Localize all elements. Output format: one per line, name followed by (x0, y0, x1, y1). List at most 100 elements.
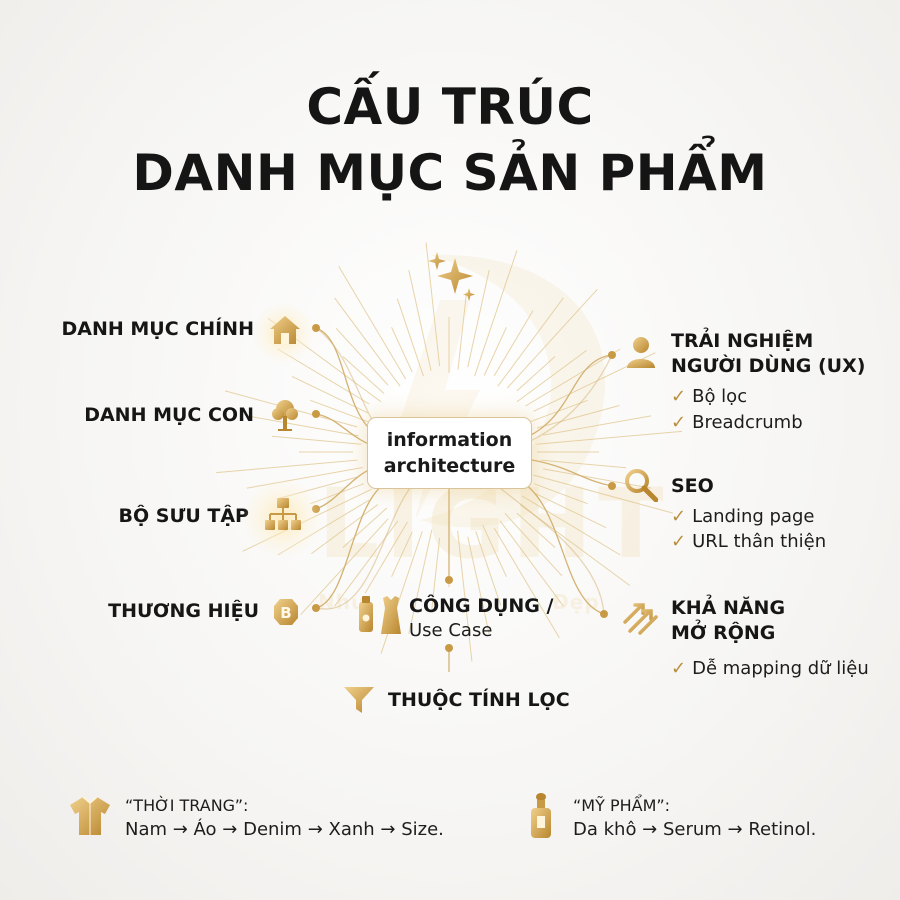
connector-dot (600, 610, 608, 618)
example-cosmetics-title: “MỸ PHẨM”: (573, 796, 671, 815)
decorative-ray (431, 537, 441, 612)
decorative-ray (482, 524, 507, 577)
connector-thuong-hieu (315, 479, 391, 609)
decorative-ray (533, 474, 674, 514)
decorative-ray (271, 435, 362, 445)
serum-bottle-icon (531, 793, 551, 838)
left-node-label-thuong-hieu: THƯƠNG HIỆU (108, 600, 259, 622)
decorative-ray (543, 415, 652, 436)
decorative-ray (540, 459, 627, 469)
connector-ux (519, 354, 613, 441)
connector-seo (519, 457, 613, 487)
decorative-ray (391, 327, 413, 373)
page-title-line-1: CẤU TRÚC (306, 78, 594, 136)
ux-title-line-2: NGƯỜI DÙNG (UX) (671, 355, 866, 377)
seo-item-landing-page: ✓Landing page (671, 506, 815, 527)
decorative-ray (504, 512, 563, 577)
decorative-ray (499, 520, 564, 607)
use-case-title: CÔNG DỤNG / (409, 595, 554, 617)
ux-item-breadcrumb: ✓Breadcrumb (671, 412, 803, 433)
user-icon (627, 337, 655, 368)
seo-title: SEO (671, 475, 714, 497)
decorative-ray (543, 468, 652, 489)
ux-item-filter: ✓Bộ lọc (671, 386, 748, 407)
decorative-ray (408, 529, 433, 634)
decorative-ray (506, 288, 598, 389)
decorative-ray (364, 521, 408, 594)
decorative-ray (483, 327, 507, 376)
sparkle-small-left (428, 252, 446, 270)
decorative-ray (334, 520, 399, 607)
brand-b-icon: B (274, 599, 298, 625)
decorative-connector (315, 487, 411, 610)
shirt-icon (70, 796, 110, 835)
decorative-ray (521, 495, 621, 556)
check-icon: ✓ (671, 412, 687, 433)
decorative-ray (533, 492, 607, 528)
cosmetics-clothing-icon (359, 596, 401, 634)
left-node-label-danh-muc-con: DANH MỤC CON (84, 404, 254, 426)
filter-attributes-label: THUỘC TÍNH LỌC (388, 689, 570, 711)
check-icon: ✓ (671, 506, 687, 527)
house-icon (270, 316, 300, 344)
watermark-bolt (400, 300, 480, 520)
connector-scalability (514, 477, 605, 615)
decorative-ray (493, 527, 560, 638)
tree-icon (272, 400, 298, 431)
connector-dot (608, 482, 616, 490)
decorative-ray (525, 348, 621, 407)
decorative-ray (334, 297, 401, 387)
decorative-ray (342, 507, 388, 548)
decorative-ray (396, 298, 424, 377)
svg-text:B: B (280, 604, 291, 622)
check-icon: ✓ (671, 658, 687, 679)
check-icon: ✓ (671, 531, 687, 552)
funnel-icon (344, 687, 374, 713)
decorative-connector (499, 487, 605, 615)
center-node-information-architecture: information architecture (367, 417, 532, 489)
connector-dot (608, 351, 616, 359)
sparkle-large (437, 258, 473, 294)
decorative-ray (391, 531, 413, 577)
center-node-line-2: architecture (383, 455, 516, 477)
decorative-ray (246, 415, 359, 437)
use-case-subtitle: Use Case (409, 620, 493, 641)
page-title-line-2: DANH MỤC SẢN PHẨM (132, 144, 768, 202)
example-cosmetics-path: Da khô → Serum → Retinol. (573, 819, 817, 840)
decorative-ray (516, 512, 556, 548)
decorative-ray (216, 459, 358, 474)
scalability-title-line-1: KHẢ NĂNG (671, 597, 786, 619)
decorative-ray (467, 270, 490, 368)
growth-arrows-icon (623, 603, 658, 635)
decorative-ray (497, 297, 564, 387)
decorative-ray (457, 292, 467, 370)
decorative-ray (338, 266, 407, 380)
scalability-title-line-2: MỞ RỘNG (671, 622, 776, 644)
connector-dot (312, 604, 320, 612)
decorative-ray (516, 349, 587, 403)
decorative-ray (467, 536, 490, 634)
decorative-ray (335, 327, 389, 386)
magnifier-icon (625, 469, 658, 502)
check-icon: ✓ (671, 386, 687, 407)
connector-dot (445, 576, 453, 584)
decorative-ray (536, 405, 620, 429)
example-fashion-title: “THỜI TRANG”: (125, 796, 249, 815)
left-node-label-bo-suu-tap: BỘ SƯU TẬP (118, 505, 249, 527)
hierarchy-icon (265, 498, 301, 530)
seo-item-friendly-url: ✓URL thân thiện (671, 531, 827, 552)
scalability-item-data-mapping: ✓Dễ mapping dữ liệu (671, 658, 869, 679)
watermark-crescent (420, 254, 606, 528)
center-node-line-1: information (386, 429, 513, 451)
decorative-ray (493, 310, 534, 377)
sparkle-small-right (463, 288, 475, 301)
left-node-label-danh-muc-chinh: DANH MỤC CHÍNH (61, 318, 254, 340)
example-fashion-path: Nam → Áo → Denim → Xanh → Size. (125, 819, 444, 840)
decorative-ray (536, 430, 682, 445)
decorative-ray (425, 242, 441, 367)
decorative-ray (474, 250, 518, 377)
decorative-ray (475, 531, 502, 606)
connector-dot (445, 644, 453, 652)
connector-dot (312, 410, 320, 418)
